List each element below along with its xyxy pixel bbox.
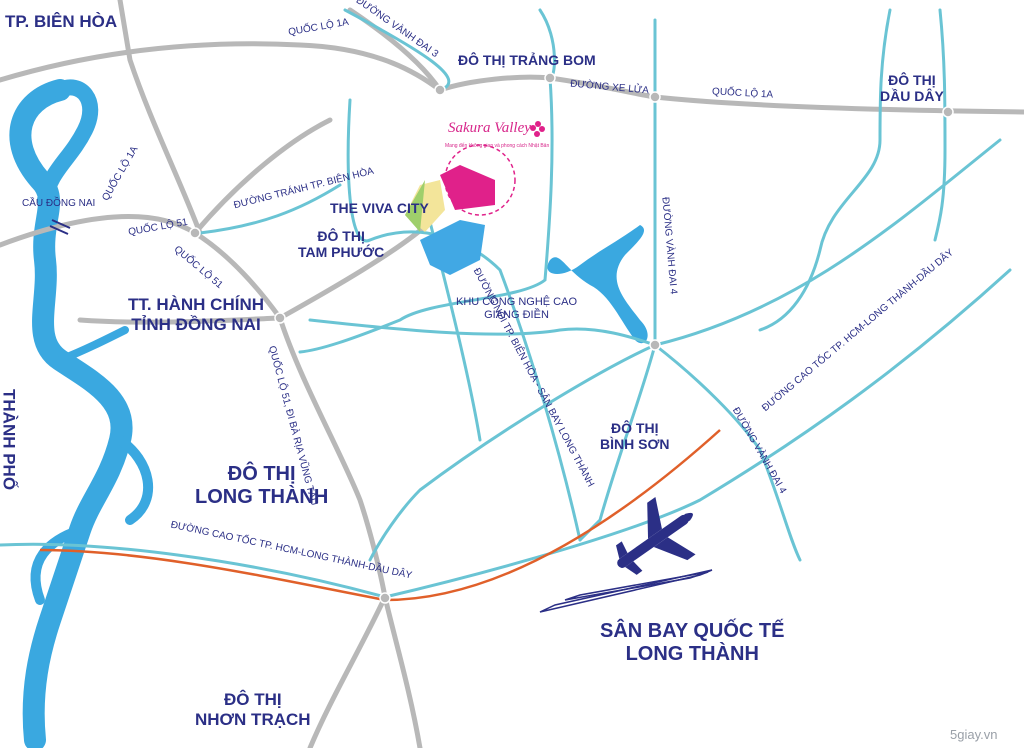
label-khu-cong-nghe: KHU CÔNG NGHỆ CAO GIANG ĐIỀN (456, 296, 578, 321)
label-dau-day: ĐÔ THỊ DẦU DÂY (880, 72, 944, 105)
sakura-valley-tagline: Mang đến không gian và phong cách Nhật B… (445, 143, 550, 149)
road-cau-dong-nai: CẦU ĐỒNG NAI (22, 198, 96, 209)
airplane-icon (616, 496, 696, 575)
sakura-valley-logo: Sakura Valley (448, 120, 531, 136)
label-viva-city: THE VIVA CITY (330, 200, 429, 216)
cherry-blossom-icon (530, 121, 545, 137)
watermark: 5giay.vn (950, 727, 998, 742)
bridge-icon (49, 219, 71, 235)
dong-nai-river (9, 79, 153, 748)
label-hcm: THÀNH PHỐ HỒ CHÍ MINH (0, 389, 19, 491)
lake (547, 225, 648, 344)
label-hanh-chinh: TT. HÀNH CHÍNH TỈNH ĐỒNG NAI (128, 295, 264, 334)
label-nhon-trach: ĐÔ THỊ NHƠN TRẠCH (195, 690, 311, 729)
junctions (189, 72, 954, 604)
sakura-valley-area (440, 144, 516, 216)
label-binh-son: ĐÔ THỊ BÌNH SƠN (600, 420, 670, 453)
label-tam-phuoc: ĐÔ THỊ TAM PHƯỚC (298, 228, 385, 261)
label-trang-bom: ĐÔ THỊ TRẢNG BOM (458, 52, 596, 68)
viva-city-area (405, 180, 485, 275)
airport-runway (539, 569, 713, 613)
label-airport: SÂN BAY QUỐC TẾ LONG THÀNH (600, 620, 785, 665)
label-bien-hoa: TP. BIÊN HÒA (5, 12, 118, 31)
label-long-thanh: ĐÔ THỊ LONG THÀNH (195, 463, 329, 508)
